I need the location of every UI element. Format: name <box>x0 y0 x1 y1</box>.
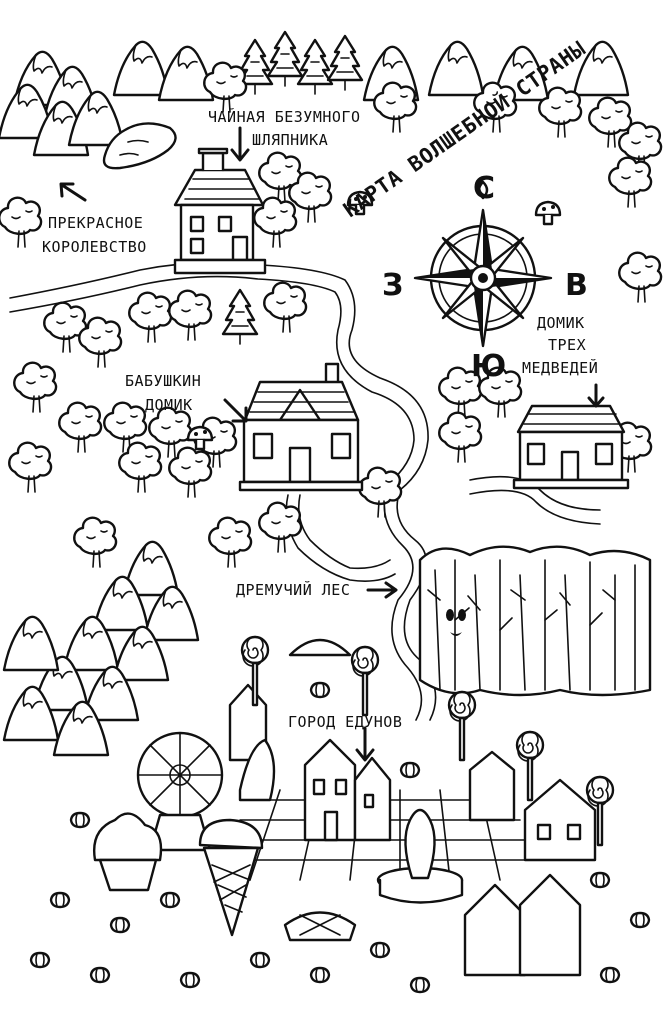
grandma-house <box>238 362 364 492</box>
lake <box>102 122 177 170</box>
compass-north: С <box>473 171 495 206</box>
label-grandma-line1: БАБУШКИН <box>125 372 201 390</box>
label-grandma-line2: ДОМИК <box>145 396 193 414</box>
dark-forest <box>418 545 652 697</box>
compass-rose <box>413 180 553 348</box>
label-mad-hatter-line1: ЧАЙНАЯ БЕЗУМНОГО <box>208 107 361 126</box>
compass-east: В <box>565 268 588 303</box>
label-kingdom-line2: КОРОЛЕВСТВО <box>42 238 147 256</box>
label-bears-line2: ТРЕХ <box>548 336 586 354</box>
sweet-town <box>29 635 651 994</box>
western-mountains <box>2 540 200 757</box>
three-bears-house <box>512 404 630 490</box>
label-sweet-town: ГОРОД ЕДУНОВ <box>288 713 402 731</box>
label-bears-line3: МЕДВЕДЕЙ <box>522 358 598 377</box>
label-mad-hatter-line2: ШЛЯПНИКА <box>252 131 328 149</box>
pointer-arrows <box>59 126 605 762</box>
compass-west: З <box>382 268 403 303</box>
compass-south: Ю <box>471 349 506 384</box>
label-bears-line1: ДОМИК <box>537 314 585 332</box>
mad-hatter-tea-house <box>173 147 267 275</box>
label-dark-forest: ДРЕМУЧИЙ ЛЕС <box>236 580 350 599</box>
label-kingdom-line1: ПРЕКРАСНОЕ <box>48 214 143 232</box>
